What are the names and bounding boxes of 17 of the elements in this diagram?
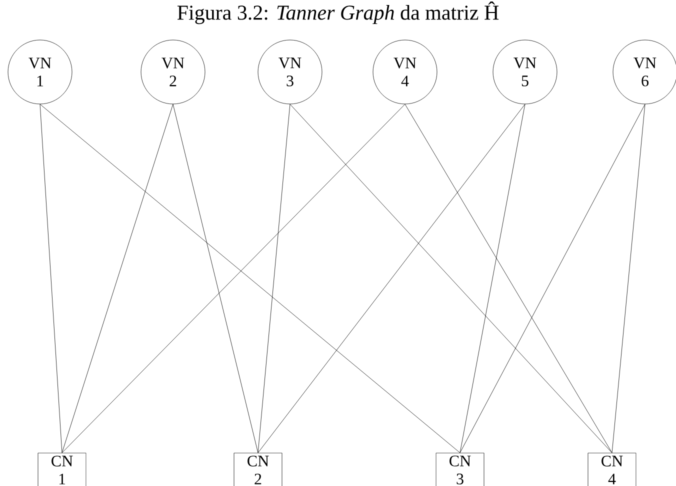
figure-title: Figura 3.2: Tanner Graph da matriz Ĥ [177, 2, 499, 24]
check-node-box: CN 1 [38, 452, 86, 486]
connector-line [612, 104, 646, 453]
connector-line [460, 104, 526, 453]
connector-line [258, 104, 290, 453]
connector-line [40, 104, 460, 453]
connector-line [290, 104, 612, 453]
connector-line [460, 104, 646, 453]
connector-line [172, 104, 258, 453]
connector-line [62, 104, 406, 453]
check-node-box: CN 2 [234, 452, 282, 486]
connector-line [404, 104, 612, 453]
check-node-box: CN 4 [588, 452, 636, 486]
connector-line [258, 104, 526, 453]
check-node-box: CN 3 [436, 452, 484, 486]
connector-line [62, 104, 174, 453]
connector-line [40, 104, 62, 453]
